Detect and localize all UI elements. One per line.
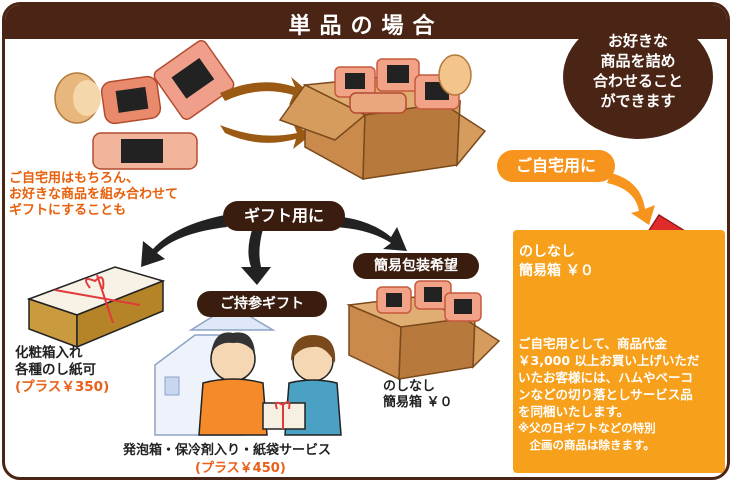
speech-line: 合わせること (592, 72, 683, 90)
gift-note-line: ご自宅用はもちろん、 (9, 171, 140, 186)
styrofoam-caption: 発泡箱・保冷剤入り・紙袋サービス (123, 443, 332, 458)
home-panel-line: ご自宅用として、商品代金 (518, 336, 668, 351)
home-panel-heading-line: 簡易箱 ￥０ (519, 263, 594, 279)
bring-gift-label: ご持参ギフト (197, 291, 327, 317)
styrofoam-price: (プラス￥450) (195, 461, 286, 476)
cosmetic-box-caption: 化粧箱入れ 各種のし紙可 (プラス￥350) (15, 345, 109, 396)
speech-line: ができます (600, 92, 676, 110)
home-arrow-illustration (607, 173, 655, 225)
home-panel-line: を同梱いたします。 (518, 404, 630, 419)
gift-note: ご自宅用はもちろん、 お好きな商品を組み合わせて ギフトにすることも (9, 171, 178, 219)
gift-box-illustration (26, 266, 166, 349)
speech-bubble (563, 15, 713, 139)
home-panel-line: ※父の日ギフトなどの特別 (518, 421, 656, 435)
speech-bubble-text: お好きな 商品を詰め 合わせること ができます (571, 31, 705, 111)
gift-use-label: ギフト用に (223, 201, 345, 231)
simple-box-illustration (346, 280, 501, 381)
cosmetic-box-line: 各種のし紙可 (15, 362, 96, 378)
home-use-panel (513, 230, 725, 473)
gift-note-line: ギフトにすることも (9, 203, 127, 218)
home-panel-line: ンなどの切り落としサービス品 (518, 387, 693, 402)
home-panel-line: いたお客様には、ハムやベーコ (518, 370, 694, 385)
home-panel-line: ￥3,000 以上お買い上げいただ (518, 353, 700, 368)
speech-line: 商品を詰め (600, 52, 676, 70)
ham-product-illustration (54, 40, 235, 170)
cosmetic-box-line: 化粧箱入れ (15, 345, 83, 361)
arrow-to-box-illustration (220, 77, 311, 149)
cosmetic-box-price: (プラス￥350) (15, 379, 110, 395)
page-title: 単品の場合 (288, 14, 444, 39)
cardboard-box-illustration (278, 54, 487, 181)
simple-box-line: 簡易箱 ￥０ (383, 395, 453, 410)
gift-note-line: お好きな商品を組み合わせて (9, 187, 179, 202)
customers-illustration (154, 304, 342, 436)
home-panel-line: 企画の商品は除きます。 (518, 438, 655, 452)
simple-box-caption: のしなし 簡易箱 ￥０ (383, 379, 453, 411)
simple-box-line: のしなし (383, 379, 436, 394)
home-use-label: ご自宅用に (497, 150, 615, 182)
speech-line: お好きな (607, 32, 668, 50)
home-panel-heading: のしなし 簡易箱 ￥０ (519, 243, 594, 281)
simple-wrap-label: 簡易包装希望 (353, 253, 479, 279)
home-panel-body: ご自宅用として、商品代金 ￥3,000 以上お買い上げいただ いたお客様には、ハ… (518, 335, 722, 454)
home-panel-heading-line: のしなし (519, 244, 575, 260)
